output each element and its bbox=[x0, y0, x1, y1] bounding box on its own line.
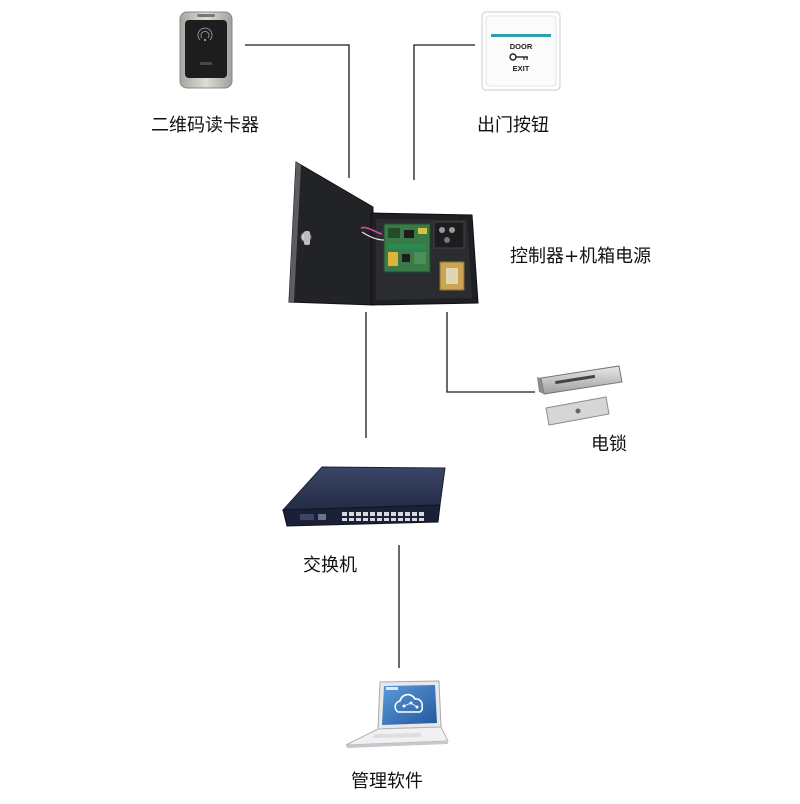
management-software-label: 管理软件 bbox=[351, 771, 423, 792]
cloud-icon bbox=[394, 693, 424, 713]
controller-power-box-icon bbox=[288, 161, 479, 306]
electric-lock-label: 电锁 bbox=[591, 434, 627, 455]
connection-lines bbox=[245, 44, 535, 668]
exit-button-label: 出门按钮 bbox=[477, 115, 549, 136]
qr-card-reader-label: 二维码读卡器 bbox=[151, 115, 259, 136]
controller-power-box-label: 控制器+机箱电源 bbox=[510, 246, 652, 267]
key-icon bbox=[509, 53, 528, 61]
network-switch-label: 交换机 bbox=[303, 555, 357, 576]
switch-ports bbox=[342, 512, 424, 521]
magnetic-lock-icon bbox=[537, 365, 623, 426]
network-switch-icon bbox=[281, 466, 446, 527]
reader-to-controller-line bbox=[245, 44, 350, 178]
laptop-software-icon bbox=[345, 680, 449, 748]
exit-plate-door: DOOR bbox=[510, 42, 533, 51]
qr-card-reader-icon bbox=[179, 11, 233, 89]
controller-to-lock-line bbox=[446, 312, 535, 393]
exit-plate-exit: EXIT bbox=[513, 64, 530, 73]
exit-to-controller-line bbox=[413, 44, 475, 180]
exit-button-icon: DOOR EXIT bbox=[481, 11, 561, 91]
